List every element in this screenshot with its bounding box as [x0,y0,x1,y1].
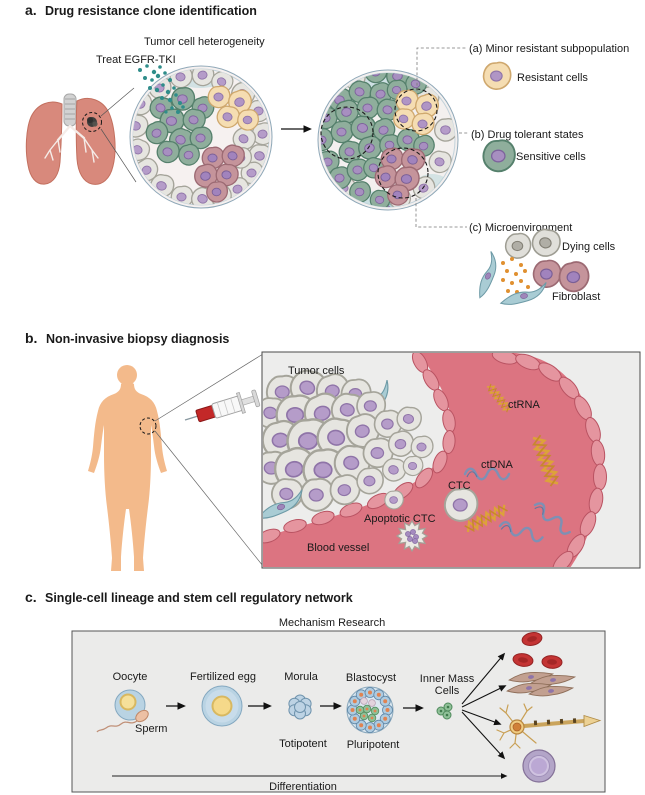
dying-cell-icon [505,233,531,259]
panel-c-letter: c. [25,589,37,605]
blastocyst-icon [346,686,394,734]
human-silhouette [88,365,167,571]
sperm-icon [96,709,149,733]
panel-a-letter: a. [25,2,37,18]
treat-egfr-tki-label: Treat EGFR-TKI [96,54,176,66]
fibroblast-icon [468,250,505,300]
differentiation-fan-arrows [461,652,507,760]
inner-mass-cells-icon [436,702,453,720]
panel-a-legend: (a) Minor resistant subpopulation Resist… [415,43,629,307]
mechanism-research-label: Mechanism Research [279,617,385,629]
drug-dots [138,64,185,114]
ctc-label: CTC [448,480,471,492]
magnifier-line-top [100,87,135,117]
dashed-circle-resistant [394,88,438,132]
syringe-icon [184,389,261,423]
ctdna-label: ctDNA [481,459,513,471]
vessel-inner-wall [263,353,456,544]
panel-c-title: Single-cell lineage and stem cell regula… [45,591,353,605]
blastocyst-label: Blastocyst [346,672,396,684]
intravasating-cell [384,490,404,509]
tumor-spot [82,112,102,132]
panel-c: c. Single-cell lineage and stem cell reg… [25,589,606,793]
neuron-icon [496,703,602,749]
fertilized-egg-icon [201,685,243,727]
magnifier-line-bottom [100,128,137,183]
vessel-detail-box: Blood vessel Tumor cells ctRNA ctDNA CTC… [261,351,641,569]
fibroblast-label: Fibroblast [552,291,600,303]
morula-icon [288,694,312,720]
fertilized-egg-label: Fertilized egg [190,671,256,683]
oocyte-icon [114,689,146,721]
tumor-circle-before [129,65,273,209]
secreted-dots [501,257,530,294]
connector-c [415,198,467,228]
resistant-cells-label: Resistant cells [517,72,588,84]
connector-a [416,47,467,91]
dying-cells-label: Dying cells [562,241,616,253]
inner-mass-label-line2: Cells [435,685,460,697]
ctc-cell [444,488,478,521]
sperm-label: Sperm [135,723,167,735]
biopsy-site-circle [139,417,157,435]
microenvironment-icons [468,226,592,307]
panel-a-title: Drug resistance clone identification [45,4,257,18]
apoptotic-ctc-cell [395,519,429,553]
sensitive-cell-icon [483,140,515,172]
vessel-outer-wall [491,353,607,567]
legend-b-label: (b) Drug tolerant states [471,129,584,141]
differentiation-label: Differentiation [269,781,337,793]
morula-label: Morula [284,671,319,683]
resistant-cell-icon [483,62,511,90]
panel-b-letter: b. [25,330,37,346]
totipotent-label: Totipotent [279,738,327,750]
tumor-cells-label: Tumor cells [288,365,345,377]
dashed-circle-microenv [377,147,429,199]
blood-vessel-label: Blood vessel [307,542,369,554]
inner-mass-label-line1: Inner Mass [420,673,475,685]
panel-b: b. Non-invasive biopsy diagnosis [25,330,641,571]
sensitive-cells-label: Sensitive cells [516,151,586,163]
apoptotic-ctc-label: Apoptotic CTC [364,513,436,525]
stromal-cell-icon [557,260,592,294]
stromal-cell-icon [533,260,561,288]
oocyte-label: Oocyte [113,671,148,683]
differentiated-cell-icon [522,749,556,783]
zoom-line-top [154,353,264,422]
dashed-circle-tolerant [320,106,374,160]
heterogeneity-label: Tumor cell heterogeneity [144,36,265,48]
panel-b-title: Non-invasive biopsy diagnosis [46,332,229,346]
zoom-line-bottom [154,430,264,567]
lungs-icon [25,93,116,185]
ctrna-label: ctRNA [508,399,540,411]
legend-c-label: (c) Microenvironment [469,222,572,234]
tumor-circle-after [317,69,459,211]
pluripotent-label: Pluripotent [347,739,400,751]
panel-a: a. Drug resistance clone identification … [25,2,629,307]
legend-a-label: (a) Minor resistant subpopulation [469,43,629,55]
